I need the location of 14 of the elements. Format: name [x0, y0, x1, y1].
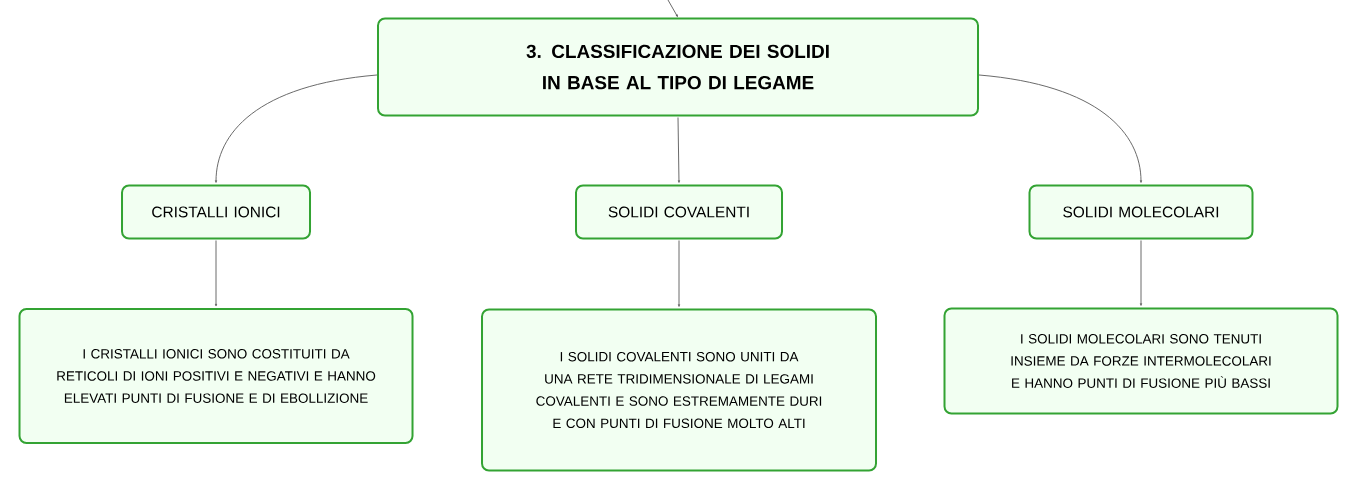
arrow — [1139, 240, 1143, 306]
arrow — [677, 117, 681, 183]
title-box: 3. CLASSIFICAZIONE DEI SOLIDI IN BASE AL TIPO DI LEGAME — [377, 17, 979, 117]
arrow — [214, 240, 218, 307]
description-box: I SOLIDI MOLECOLARI SONO TENUTI INSIEME DA FORZE INTERMOLECOLARI E HANNO PUNTI DI FUSIONE PIÙ BASSI — [943, 307, 1339, 415]
description-box: I CRISTALLI IONICI SONO COSTITUITI DA RETICOLI DI IONI POSITIVI E NEGATIVI E HANNO ELEVATI PUNTI DI FUSIONE E DI EBOLLIZIONE — [18, 308, 414, 444]
arrow — [677, 240, 681, 307]
arrow — [214, 74, 378, 183]
description-box: I SOLIDI COVALENTI SONO UNITI DA UNA RETE TRIDIMENSIONALE DI LEGAMI COVALENTI E SONO ESTREMAMENTE DURI E CON PUNTI DI FUSIONE MOLTO ALTI — [481, 308, 877, 472]
category-box: SOLIDI COVALENTI — [575, 184, 783, 240]
category-box: SOLIDI MOLECOLARI — [1028, 184, 1254, 240]
arrow — [978, 74, 1143, 183]
category-box: CRISTALLI IONICI — [121, 184, 311, 240]
arrow — [667, 0, 678, 17]
